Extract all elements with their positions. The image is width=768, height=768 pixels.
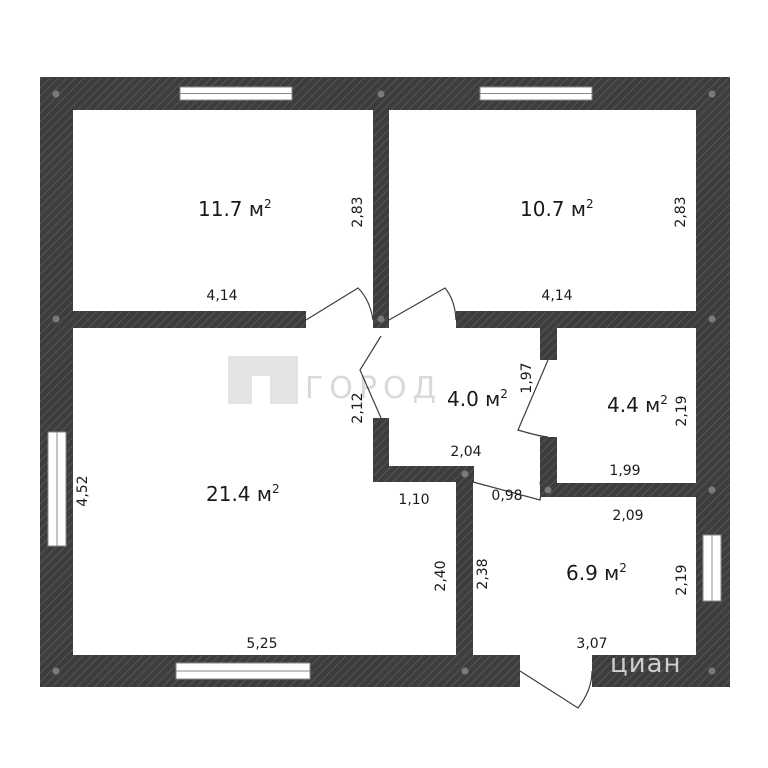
dimension-label: 4,14 <box>541 288 572 304</box>
dimension-labels: 2,83 4,14 2,83 4,14 2,12 1,97 2,04 2,19 … <box>75 196 690 652</box>
watermark-text: ГОРОД <box>305 371 442 406</box>
dimension-label: 0,98 <box>491 488 522 504</box>
doors <box>305 287 593 709</box>
dimension-label: 2,40 <box>433 560 449 591</box>
dimension-label: 2,19 <box>674 564 690 595</box>
dimension-label: 2,19 <box>674 395 690 426</box>
dimension-label: 4,14 <box>206 288 237 304</box>
door-entrance <box>519 670 593 709</box>
dimension-label: 5,25 <box>246 636 277 652</box>
watermark-logo: ГОРОД <box>228 356 442 406</box>
wall-markers <box>52 90 716 675</box>
door-bath <box>517 359 549 438</box>
room-area-label: 21.4 м2 <box>206 482 280 506</box>
dimension-label: 2,83 <box>673 196 689 227</box>
room-area-label: 4.4 м2 <box>607 393 668 417</box>
door-corridor <box>472 481 542 501</box>
door-top-right <box>388 287 457 321</box>
door-top-left <box>305 287 374 321</box>
room-area-label: 4.0 м2 <box>447 387 508 411</box>
door-hall-left <box>359 335 382 419</box>
room-area-label: 10.7 м2 <box>520 197 594 221</box>
dimension-label: 1,99 <box>609 463 640 479</box>
room-area-label: 11.7 м2 <box>198 197 272 221</box>
dimension-label: 2,04 <box>450 444 481 460</box>
dimension-label: 2,38 <box>475 558 491 589</box>
room-labels: 11.7 м2 10.7 м2 4.0 м2 4.4 м2 21.4 м2 6.… <box>198 197 668 585</box>
dimension-label: 1,97 <box>519 362 535 393</box>
dimension-label: 2,09 <box>612 508 643 524</box>
dimension-label: 3,07 <box>576 636 607 652</box>
dimension-label: 2,83 <box>350 196 366 227</box>
windows <box>47 86 722 680</box>
dimension-label: 1,10 <box>398 492 429 508</box>
dimension-label: 2,12 <box>350 392 366 423</box>
room-area-label: 6.9 м2 <box>566 561 627 585</box>
dimension-label: 4,52 <box>75 475 91 506</box>
corner-watermark: циан <box>610 649 682 679</box>
